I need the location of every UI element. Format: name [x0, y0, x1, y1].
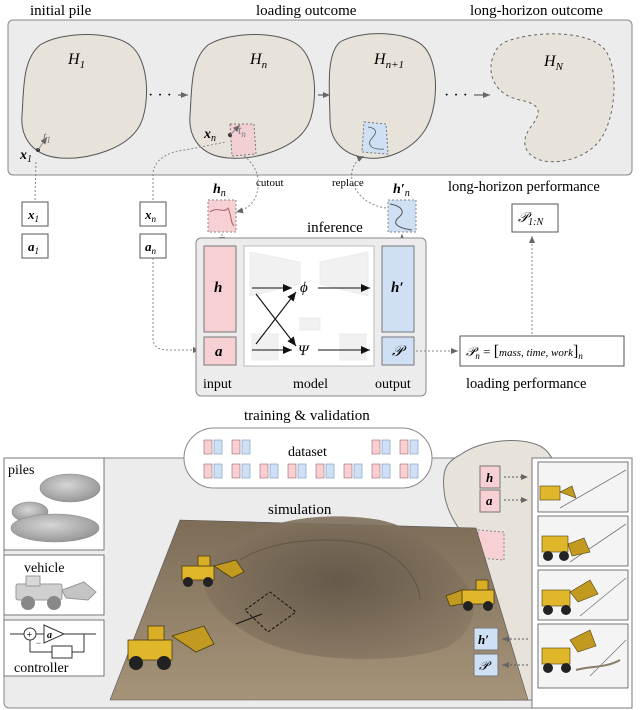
- input-a-box: [203, 336, 237, 366]
- output-hprime-label: h′: [391, 280, 404, 296]
- hpn-strip: [387, 199, 417, 233]
- input-h-label: h: [214, 280, 222, 296]
- output-hprime-box: [381, 245, 415, 333]
- pile-label-hn1: Hn+1: [373, 51, 404, 71]
- controller-diagram: + − a: [10, 624, 96, 659]
- input-h-box: [203, 245, 237, 333]
- label-loading-outcome: loading outcome: [256, 3, 357, 19]
- dots-1: · · ·: [148, 87, 172, 104]
- vehicle-icon: [15, 575, 97, 610]
- box-an: [139, 233, 167, 259]
- long-horizon-performance: long-horizon performance: [448, 179, 600, 195]
- dataset-samples: [203, 439, 419, 479]
- controller-minus: −: [36, 638, 41, 648]
- pile-label-hN: HN: [543, 53, 564, 73]
- simulation-label: simulation: [268, 502, 332, 518]
- loader-1: [181, 555, 245, 587]
- pn-box: [459, 335, 625, 367]
- frame-1: [537, 461, 629, 513]
- controller-a: a: [47, 630, 52, 641]
- hpn-label: h′n: [393, 182, 410, 199]
- top-x1: x1: [19, 148, 32, 165]
- label-model: model: [293, 377, 328, 392]
- psi-label: Ψ: [298, 343, 310, 359]
- vehicle-label: vehicle: [24, 561, 64, 576]
- p1n-box: [511, 203, 559, 233]
- frames-column: [531, 457, 633, 709]
- sim-p-box: [473, 653, 499, 677]
- box-xn: [139, 201, 167, 227]
- controller-label: controller: [14, 661, 69, 676]
- frame-4: [537, 623, 629, 689]
- top-panel: initial pile loading outcome long-horizo…: [7, 3, 633, 195]
- label-output: output: [375, 377, 411, 392]
- pile-sample-1: [39, 473, 101, 503]
- loading-performance: loading performance: [466, 376, 586, 392]
- loader-3: [445, 579, 495, 611]
- top-xn: xn: [203, 127, 216, 144]
- piles-label: piles: [8, 463, 34, 478]
- pile-hN-shape: [490, 33, 615, 163]
- box-xn-label: xn: [144, 207, 157, 224]
- box-an-label: an: [145, 239, 157, 256]
- top-t1: t1: [43, 129, 51, 145]
- pile-hn-shape: [189, 34, 316, 159]
- pile-label-hn: Hn: [249, 51, 268, 71]
- cutout-label: cutout: [256, 177, 284, 189]
- label-initial-pile: initial pile: [30, 3, 92, 19]
- phi-label: ϕ: [300, 280, 308, 296]
- sim-h-label: h: [486, 470, 493, 485]
- dataset-label: dataset: [288, 445, 327, 460]
- label-input: input: [203, 377, 232, 392]
- input-a-label: a: [215, 344, 223, 360]
- sim-a-box: [479, 489, 501, 513]
- box-x1: [21, 201, 49, 227]
- bottom-section: training & validation dataset piles: [3, 408, 633, 709]
- pile-label-h1: H1: [67, 51, 85, 71]
- scene-cutout: [244, 591, 297, 633]
- replace-region: [361, 121, 389, 155]
- hn-label: hn: [213, 182, 226, 199]
- dots-2: · · ·: [444, 87, 468, 104]
- top-tn: tn: [238, 123, 246, 139]
- middle-section: x1 a1 xn an hn cutout h′n replace infere…: [21, 141, 625, 397]
- box-a1-label: a1: [28, 239, 39, 256]
- hn-strip: [207, 199, 237, 233]
- pile-sample-3: [10, 513, 100, 543]
- sim-a-label: a: [486, 493, 493, 508]
- inference-title: inference: [307, 220, 363, 236]
- simulation-scene: [109, 516, 529, 701]
- controller-plus: +: [27, 630, 33, 641]
- replace-label: replace: [332, 177, 364, 189]
- frame-2: [537, 515, 629, 567]
- sim-h-box: [479, 465, 501, 489]
- pile-h1-shape: [21, 34, 148, 159]
- box-a1: [21, 233, 49, 259]
- pile-hn1-shape: [328, 33, 436, 159]
- loader-2: [127, 625, 215, 670]
- label-long-horizon-outcome: long-horizon outcome: [470, 3, 603, 19]
- sim-hprime-box: [473, 627, 499, 651]
- frame-3: [537, 569, 629, 621]
- training-validation: training & validation: [244, 408, 370, 424]
- box-x1-label: x1: [27, 207, 39, 224]
- sim-hprime-label: h′: [478, 632, 489, 647]
- output-p-box: [381, 336, 415, 366]
